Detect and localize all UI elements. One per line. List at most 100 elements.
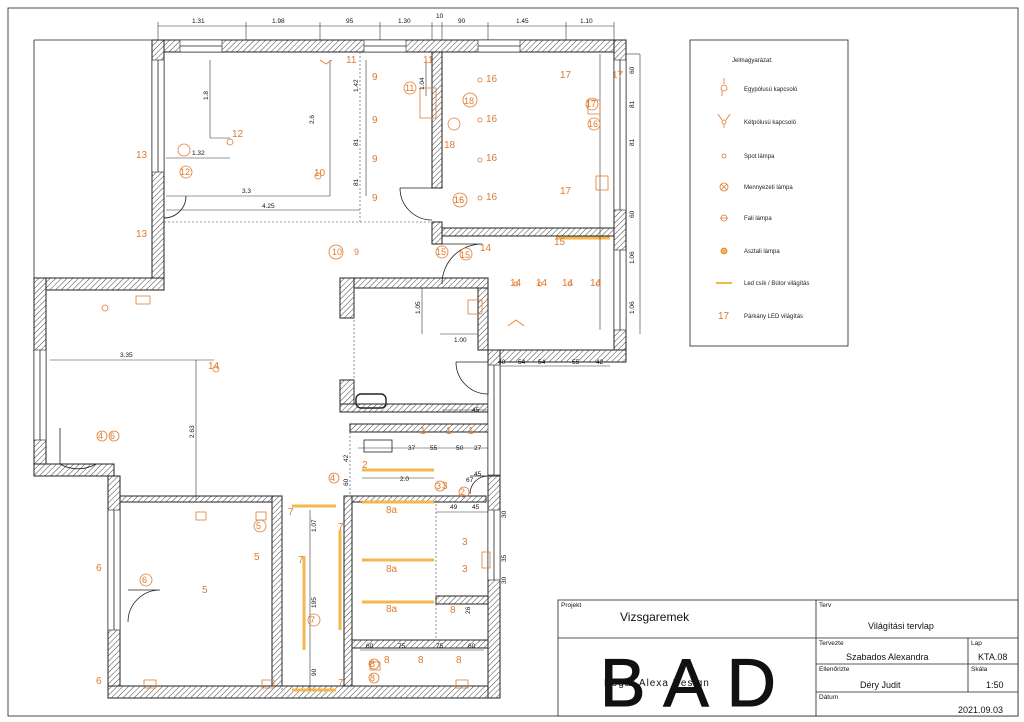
svg-text:8: 8 [418, 655, 424, 666]
cornice-led-symbol: 17 [718, 311, 730, 322]
svg-text:90: 90 [458, 18, 466, 25]
dimension-lines [50, 54, 610, 690]
svg-text:2.63: 2.63 [189, 425, 196, 438]
svg-text:1.30: 1.30 [398, 18, 411, 25]
svg-text:Egypólusú kapcsoló: Egypólusú kapcsoló [744, 87, 798, 93]
doors [59, 187, 489, 623]
svg-text:Projekt: Projekt [561, 602, 581, 609]
svg-text:195: 195 [311, 597, 318, 608]
svg-text:54: 54 [538, 359, 546, 366]
svg-text:Jelmagyarázat:: Jelmagyarázat: [732, 58, 773, 64]
svg-text:11: 11 [346, 55, 357, 66]
svg-text:1.42: 1.42 [353, 79, 360, 92]
mid-dimension-texts: 40 54 54 55 42 45 37 55 50 27 2.0 45 67 … [366, 359, 604, 650]
table-lamp-icon [720, 247, 728, 255]
svg-text:49: 49 [450, 504, 458, 511]
svg-text:Kétpólusú kapcsoló: Kétpólusú kapcsoló [744, 120, 797, 126]
svg-text:1.06: 1.06 [629, 301, 636, 314]
svg-text:Világítási tervlap: Világítási tervlap [868, 621, 934, 631]
double-pole-switch-icon [717, 113, 731, 128]
windows [33, 39, 627, 631]
svg-text:81: 81 [353, 178, 360, 186]
svg-text:9: 9 [372, 72, 378, 83]
title-block: Projekt Vizsgaremek Terv Világítási terv… [557, 599, 1019, 722]
svg-text:7: 7 [338, 678, 344, 689]
svg-text:15: 15 [554, 237, 566, 248]
svg-text:16: 16 [454, 195, 464, 205]
svg-text:1:50: 1:50 [986, 680, 1004, 690]
svg-text:Ellenőrizte: Ellenőrizte [819, 666, 850, 673]
svg-text:45: 45 [474, 471, 482, 478]
top-dimension-texts: 1.31 1.98 95 1.30 10 90 1.45 1.10 [192, 13, 593, 25]
svg-text:75: 75 [436, 643, 444, 650]
dashed-lines [164, 52, 440, 690]
svg-text:Fali lámpa: Fali lámpa [744, 216, 772, 222]
svg-text:55: 55 [430, 445, 438, 452]
svg-text:Bogár Alexa Design: Bogár Alexa Design [604, 678, 710, 689]
svg-text:KTA.08: KTA.08 [978, 652, 1007, 662]
svg-text:Mennyezeti lámpa: Mennyezeti lámpa [744, 185, 793, 191]
svg-text:Skála: Skála [971, 666, 988, 673]
svg-text:35: 35 [501, 554, 508, 562]
svg-text:1.45: 1.45 [516, 18, 529, 25]
svg-text:2.6: 2.6 [309, 115, 316, 124]
svg-text:Déry Judit: Déry Judit [860, 680, 901, 690]
svg-text:2: 2 [362, 460, 368, 471]
svg-text:BAD: BAD [600, 645, 794, 721]
svg-text:5: 5 [202, 585, 208, 596]
svg-text:4: 4 [98, 431, 103, 441]
svg-text:90: 90 [311, 668, 318, 676]
svg-text:75: 75 [398, 643, 406, 650]
svg-text:17: 17 [560, 70, 572, 81]
svg-text:3: 3 [462, 537, 468, 548]
svg-text:8: 8 [450, 605, 456, 616]
svg-text:9: 9 [354, 247, 359, 257]
svg-text:1: 1 [420, 426, 426, 437]
svg-text:1.8: 1.8 [203, 91, 210, 100]
svg-text:Tervezte: Tervezte [819, 640, 844, 647]
svg-text:2: 2 [460, 487, 465, 497]
svg-text:30: 30 [501, 510, 508, 518]
svg-text:10: 10 [314, 168, 326, 179]
bad-logo: BAD Bogár Alexa Design [599, 644, 794, 721]
top-dimension-chain [157, 22, 641, 334]
circuit-labels: 11 11 11 16 16 16 16 16 17 17 17 17 16 1… [96, 55, 624, 689]
svg-text:6: 6 [96, 676, 102, 687]
svg-text:1.31: 1.31 [192, 18, 205, 25]
svg-text:1.10: 1.10 [580, 18, 593, 25]
svg-text:1.00: 1.00 [454, 337, 467, 344]
svg-text:37: 37 [408, 445, 416, 452]
svg-text:8: 8 [370, 673, 375, 683]
svg-text:12: 12 [180, 167, 190, 177]
svg-text:13: 13 [136, 150, 148, 161]
svg-text:4: 4 [330, 473, 335, 483]
svg-text:3: 3 [436, 481, 441, 491]
legend: Jelmagyarázat: 17 Egypólusú kapcsoló Két… [689, 39, 849, 347]
svg-text:10: 10 [332, 247, 342, 257]
svg-text:8a: 8a [386, 604, 398, 615]
svg-text:3: 3 [462, 564, 468, 575]
svg-text:1: 1 [468, 426, 474, 437]
svg-text:13: 13 [136, 229, 148, 240]
right-dimension-texts: 60 81 81 60 1.06 1.06 [629, 66, 636, 314]
svg-text:11: 11 [423, 55, 434, 66]
svg-text:16: 16 [454, 195, 464, 205]
svg-text:Párkány LED világítás: Párkány LED világítás [744, 314, 803, 320]
svg-text:6: 6 [110, 431, 115, 441]
svg-text:8: 8 [370, 659, 375, 669]
svg-text:1.98: 1.98 [272, 18, 285, 25]
svg-text:3: 3 [442, 481, 448, 492]
led-strips [292, 236, 610, 692]
inner-dimension-texts: 1.8 2.6 1.42 81 81 1.32 3.3 4.25 1.05 1.… [120, 77, 467, 676]
svg-text:Lap: Lap [971, 640, 982, 647]
svg-text:8a: 8a [386, 505, 398, 516]
svg-text:81: 81 [629, 100, 636, 108]
svg-text:6: 6 [96, 563, 102, 574]
single-pole-switch-icon [720, 78, 728, 96]
svg-text:1.05: 1.05 [415, 301, 422, 314]
circled-markers [96, 81, 601, 684]
svg-text:1.06: 1.06 [629, 251, 636, 264]
svg-text:55: 55 [572, 359, 580, 366]
svg-text:7: 7 [298, 555, 304, 566]
svg-text:1.07: 1.07 [311, 519, 318, 532]
